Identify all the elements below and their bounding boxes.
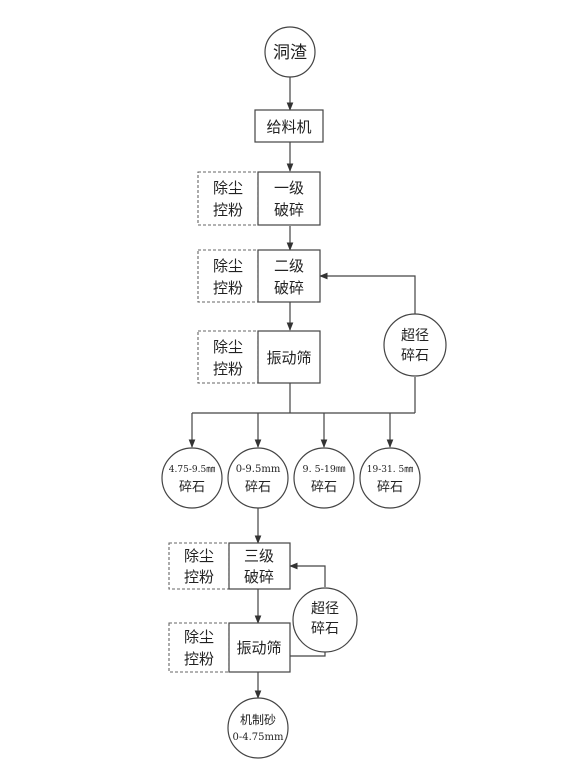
dust-4-line1: 除尘 — [184, 547, 214, 565]
line-screen2-to-oversize2 — [290, 652, 326, 657]
node-feeder-label: 给料机 — [266, 118, 311, 136]
node-crush-2: 二级 破碎 — [257, 249, 321, 303]
dust-5-line2: 控粉 — [184, 650, 214, 668]
node-feeder: 给料机 — [254, 109, 324, 143]
dust-2-line2: 控粉 — [213, 279, 243, 297]
screen-1-label: 振动筛 — [266, 349, 311, 367]
product-a-line2: 碎石 — [179, 480, 205, 495]
node-start: 洞渣 — [264, 26, 316, 78]
sand-line1: 机制砂 — [240, 713, 276, 727]
dust-3-line2: 控粉 — [213, 360, 243, 378]
node-start-label: 洞渣 — [273, 43, 307, 63]
dust-3-line1: 除尘 — [213, 338, 243, 356]
node-oversize-2: 超径 碎石 — [292, 587, 358, 653]
arrow-oversize1-to-crush2 — [319, 272, 416, 314]
node-dust-1: 除尘 控粉 — [197, 171, 259, 226]
dust-2-line1: 除尘 — [213, 257, 243, 275]
product-a-line1: 4.75-9.5㎜ — [169, 465, 215, 475]
node-screen-1: 振动筛 — [257, 330, 321, 384]
node-crush-1: 一级 破碎 — [257, 171, 321, 226]
dust-5-line1: 除尘 — [184, 628, 214, 646]
dust-1-line2: 控粉 — [213, 201, 243, 219]
node-dust-3: 除尘 控粉 — [197, 330, 259, 384]
node-product-b: 0-9.5mm 碎石 — [227, 447, 289, 509]
product-b-line1: 0-9.5mm — [236, 464, 281, 475]
connectors — [188, 77, 416, 699]
node-product-a: 4.75-9.5㎜ 碎石 — [161, 447, 223, 509]
node-screen-2: 振动筛 — [228, 622, 291, 673]
crush-1-line1: 一级 — [274, 179, 304, 197]
oversize-2-line2: 碎石 — [311, 621, 339, 637]
node-sand: 机制砂 0-4.75mm — [227, 697, 289, 759]
product-c-line1: 9. 5-19㎜ — [303, 464, 346, 475]
oversize-1-line2: 碎石 — [401, 348, 429, 364]
crush-2-line2: 破碎 — [274, 279, 304, 297]
dust-1-line1: 除尘 — [213, 179, 243, 197]
crush-3-line1: 三级 — [244, 547, 274, 565]
node-product-d: 19-31. 5㎜ 碎石 — [359, 447, 421, 509]
node-oversize-1: 超径 碎石 — [383, 313, 447, 377]
product-d-line2: 碎石 — [377, 480, 403, 495]
product-d-line1: 19-31. 5㎜ — [367, 465, 413, 475]
sand-line2: 0-4.75mm — [233, 732, 284, 743]
crush-1-line2: 破碎 — [274, 201, 304, 219]
oversize-2-line1: 超径 — [311, 601, 339, 617]
node-product-c: 9. 5-19㎜ 碎石 — [293, 447, 355, 509]
arrow-oversize2-to-crush3 — [289, 562, 326, 587]
crush-3-line2: 破碎 — [244, 568, 274, 586]
oversize-1-line1: 超径 — [401, 328, 429, 344]
node-dust-5: 除尘 控粉 — [168, 622, 230, 673]
node-crush-3: 三级 破碎 — [228, 542, 291, 590]
node-dust-4: 除尘 控粉 — [168, 542, 230, 590]
crush-2-line1: 二级 — [274, 257, 304, 275]
node-dust-2: 除尘 控粉 — [197, 249, 259, 303]
screen-2-label: 振动筛 — [236, 639, 281, 657]
product-b-line2: 碎石 — [245, 480, 271, 495]
dust-4-line2: 控粉 — [184, 568, 214, 586]
product-c-line2: 碎石 — [311, 480, 337, 495]
